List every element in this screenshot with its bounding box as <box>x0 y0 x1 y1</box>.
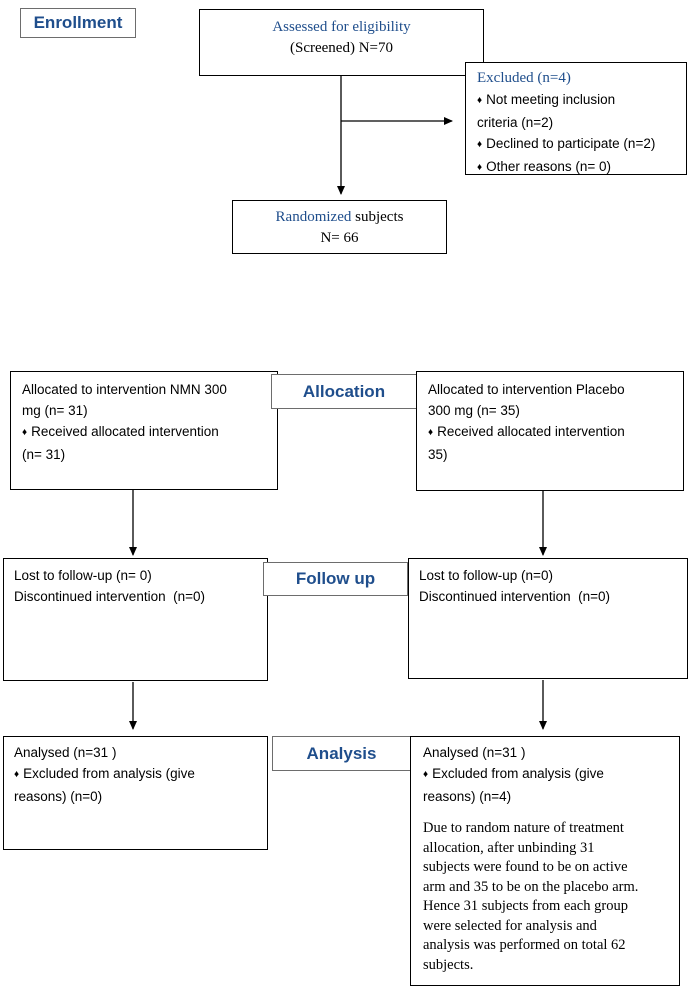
excluded-item: ♦Other reasons (n= 0) <box>477 159 612 174</box>
diamond-bullet-icon: ♦ <box>428 427 434 438</box>
analysis-note: Due to random nature of treatment alloca… <box>423 820 639 973</box>
randomized-title: Randomized subjects <box>275 209 404 225</box>
excluded-title: Excluded (n=4) <box>477 70 571 86</box>
excluded-item: ♦Declined to participate (n=2) <box>477 136 656 151</box>
diamond-bullet-icon: ♦ <box>477 139 483 150</box>
diamond-bullet-icon: ♦ <box>14 769 20 780</box>
diamond-bullet-icon: ♦ <box>477 95 483 106</box>
assessed-count: (Screened) N=70 <box>289 40 393 56</box>
assessed-title: Assessed for eligibility <box>272 19 411 35</box>
followup-left-box: Lost to follow-up (n= 0) Discontinued in… <box>3 558 268 681</box>
allocation-right-box: Allocated to intervention Placebo 300 mg… <box>416 371 684 491</box>
stage-label-allocation: Allocation <box>271 374 417 409</box>
allocation-left-box: Allocated to intervention NMN 300 mg (n=… <box>10 371 278 490</box>
followup-right-box: Lost to follow-up (n=0) Discontinued int… <box>408 558 688 679</box>
diamond-bullet-icon: ♦ <box>22 427 28 438</box>
stage-label-enrollment: Enrollment <box>20 8 136 38</box>
diamond-bullet-icon: ♦ <box>423 769 429 780</box>
randomized-box: Randomized subjects N= 66 <box>232 200 447 254</box>
excluded-item: ♦Not meeting inclusion <box>477 92 616 107</box>
randomized-count: N= 66 <box>320 230 359 246</box>
diamond-bullet-icon: ♦ <box>477 162 483 173</box>
excluded-item-cont: criteria (n=2) <box>477 115 554 130</box>
excluded-box: Excluded (n=4) ♦Not meeting inclusion cr… <box>465 62 687 175</box>
stage-label-analysis: Analysis <box>272 736 411 771</box>
analysis-right-box: Analysed (n=31 ) ♦Excluded from analysis… <box>410 736 680 986</box>
assessed-box: Assessed for eligibility (Screened) N=70 <box>199 9 484 76</box>
analysis-left-box: Analysed (n=31 ) ♦Excluded from analysis… <box>3 736 268 850</box>
stage-label-follow-up: Follow up <box>263 562 408 596</box>
